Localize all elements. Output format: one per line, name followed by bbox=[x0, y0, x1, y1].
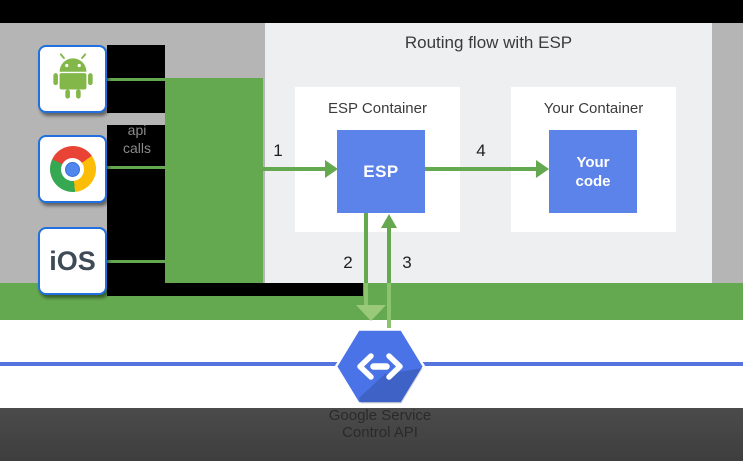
arrow3-line bbox=[387, 228, 391, 283]
ios-label: iOS bbox=[49, 245, 96, 276]
your-container-title: Your Container bbox=[543, 100, 644, 117]
api-calls-line2: calls bbox=[122, 140, 151, 156]
cloud-endpoints-icon bbox=[334, 328, 426, 405]
arrow2-line bbox=[364, 213, 368, 283]
your-code-label: Your code bbox=[575, 153, 610, 191]
chrome-icon bbox=[49, 146, 96, 192]
footer-label: Google Service Control API bbox=[280, 407, 480, 441]
ios-client-box: iOS bbox=[38, 227, 107, 295]
android-connector-line bbox=[105, 78, 166, 81]
your-code-line1: Your bbox=[576, 153, 610, 171]
arrow1-head-icon bbox=[325, 160, 338, 178]
api-calls-label: api calls bbox=[107, 121, 167, 157]
chrome-connector-line bbox=[105, 166, 166, 169]
arrow4-line bbox=[425, 167, 537, 171]
flow-step-3: 3 bbox=[402, 253, 412, 272]
arrow1-line bbox=[263, 167, 326, 171]
arrow2-down-head-icon bbox=[356, 305, 386, 321]
flow-step-4: 4 bbox=[476, 141, 486, 160]
chrome-client-box bbox=[38, 135, 107, 203]
android-client-box bbox=[38, 45, 107, 113]
esp-box: ESP bbox=[337, 130, 425, 213]
arrow2-bar-segment bbox=[364, 283, 368, 307]
arrow3-head-icon bbox=[381, 214, 397, 228]
esp-container-title: ESP Container bbox=[328, 100, 427, 117]
api-calls-line1: api bbox=[127, 122, 147, 138]
right-gray-strip bbox=[712, 23, 743, 283]
ios-connector-line bbox=[105, 260, 166, 263]
android-icon bbox=[50, 52, 96, 106]
your-code-line2: code bbox=[575, 172, 611, 190]
your-code-box: Your code bbox=[549, 130, 637, 213]
flow-step-1: 1 bbox=[273, 141, 283, 160]
diagram-title: Routing flow with ESP bbox=[404, 33, 573, 52]
dark-patch-bottom bbox=[107, 125, 165, 283]
arrow3-bar-segment bbox=[387, 283, 391, 328]
green-vertical-bar bbox=[165, 78, 263, 283]
footer-bar bbox=[0, 408, 743, 461]
arrow4-head-icon bbox=[536, 160, 549, 178]
footer-line1: Google Service bbox=[328, 407, 432, 424]
footer-line2: Control API bbox=[342, 424, 418, 441]
flow-step-2: 2 bbox=[343, 253, 353, 272]
dark-strip-over-bar bbox=[107, 283, 363, 296]
